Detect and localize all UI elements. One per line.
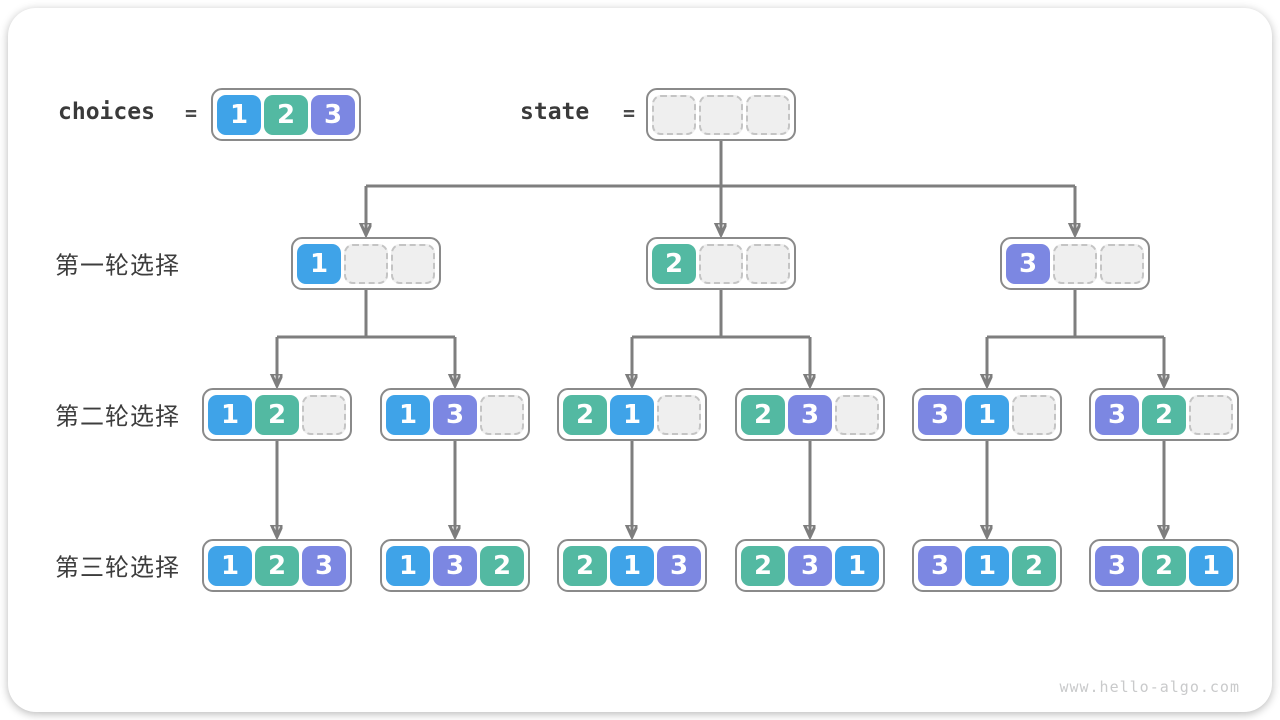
empty-cell [699,243,743,284]
value-cell-1: 1 [208,545,252,586]
empty-cell [302,394,346,435]
empty-cell [391,243,435,284]
empty-cell [1189,394,1233,435]
empty-cell [344,243,388,284]
row-label-round-2: 第二轮选择 [55,403,180,431]
empty-cell [1012,394,1056,435]
value-cell-1: 1 [217,94,261,135]
value-cell-3: 3 [918,545,962,586]
state-label: state [520,99,590,125]
value-cell-2: 2 [563,394,607,435]
value-cell-2: 2 [1012,545,1056,586]
value-cell-3: 3 [433,394,477,435]
value-cell-2: 2 [255,394,299,435]
value-cell-2: 2 [264,94,308,135]
value-cell-3: 3 [788,545,832,586]
tree-node-level1-2: 2 [646,237,796,290]
empty-cell [1053,243,1097,284]
empty-cell [835,394,879,435]
value-cell-1: 1 [297,243,341,284]
empty-cell [1100,243,1144,284]
row-label-round-1: 第一轮选择 [55,252,180,280]
value-cell-3: 3 [1095,394,1139,435]
value-cell-1: 1 [386,394,430,435]
value-cell-1: 1 [965,545,1009,586]
value-cell-1: 1 [835,545,879,586]
value-cell-3: 3 [1095,545,1139,586]
value-cell-1: 1 [610,545,654,586]
value-cell-2: 2 [255,545,299,586]
choices-equals-sign: = [185,101,198,125]
empty-cell [746,94,790,135]
value-cell-2: 2 [480,545,524,586]
value-cell-1: 1 [386,545,430,586]
diagram-card [8,8,1272,712]
value-cell-3: 3 [788,394,832,435]
value-cell-2: 2 [741,545,785,586]
empty-cell [480,394,524,435]
tree-node-level1-1: 1 [291,237,441,290]
value-cell-3: 3 [918,394,962,435]
value-cell-3: 3 [311,94,355,135]
value-cell-3: 3 [657,545,701,586]
state-equals-sign: = [623,101,636,125]
value-cell-1: 1 [965,394,1009,435]
state-box [646,88,796,141]
value-cell-1: 1 [1189,545,1233,586]
value-cell-2: 2 [1142,545,1186,586]
row-label-round-3: 第三轮选择 [55,554,180,582]
value-cell-3: 3 [433,545,477,586]
value-cell-2: 2 [1142,394,1186,435]
choices-label: choices [58,99,155,125]
value-cell-1: 1 [610,394,654,435]
value-cell-3: 3 [302,545,346,586]
empty-cell [746,243,790,284]
tree-node-level1-3: 3 [1000,237,1150,290]
value-cell-2: 2 [741,394,785,435]
watermark-url: www.hello-algo.com [1059,678,1240,696]
value-cell-3: 3 [1006,243,1050,284]
empty-cell [657,394,701,435]
value-cell-2: 2 [652,243,696,284]
value-cell-1: 1 [208,394,252,435]
value-cell-2: 2 [563,545,607,586]
empty-cell [699,94,743,135]
empty-cell [652,94,696,135]
